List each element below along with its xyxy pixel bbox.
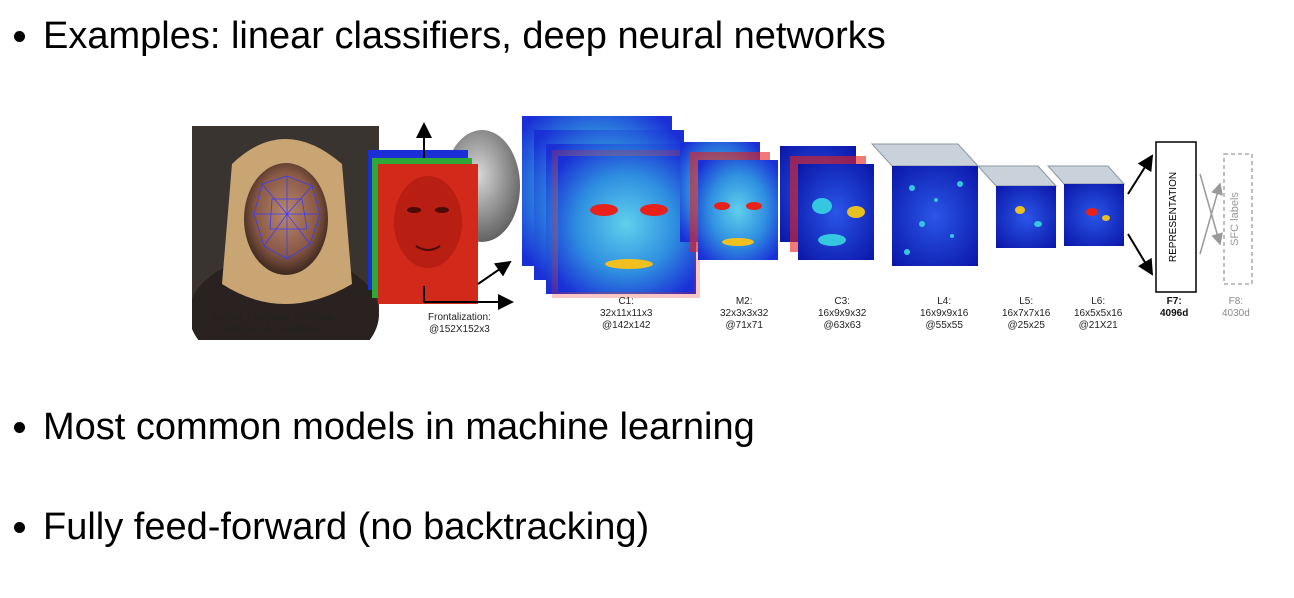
layer-shape: 16x9x9x16 [920,308,969,319]
bullet-examples: Examples: linear classifiers, deep neura… [14,14,886,58]
layer-c1-feature-maps [522,116,700,298]
layer-m2-caption: M2: 32x3x3x32 @71x71 [720,296,768,332]
layer-size: @21X21 [1078,320,1118,331]
bullet-common-models: Most common models in machine learning [14,405,755,449]
bullet-text: Examples: linear classifiers, deep neura… [43,15,886,57]
layer-size: @71x71 [725,320,763,331]
layer-shape: 32x11x11x3 [600,308,653,319]
layer-name: M2: [735,296,753,307]
layer-c3-caption: C3: 16x9x9x32 @63x63 [818,296,866,332]
layer-name: C1: [618,296,634,307]
layer-f7-caption: F7: 4096d [1160,296,1188,320]
landmark-mesh [253,175,321,260]
bullet-text: Fully feed-forward (no backtracking) [43,506,650,548]
bullet-dot-icon [14,421,25,433]
layer-size: @142x142 [601,320,651,331]
layer-name: F7: [1166,296,1182,307]
layer-size: @63x63 [823,320,861,331]
bullet-text: Most common models in machine learning [43,406,755,448]
axis-arrow-diag [477,260,512,285]
frontalization-size: @152X152x3 [429,324,490,335]
layer-l5-caption: L5: 16x7x7x16 @25x25 [1002,296,1050,332]
layer-dim: 4096d [1160,308,1189,319]
layer-l4-feature-maps [870,143,980,266]
deepface-architecture-diagram: REPRESENTATION SFC labels Calista_Flockh… [192,114,1260,340]
layer-shape: 32x3x3x32 [720,308,769,319]
f8-box-label: SFC labels [1229,192,1241,246]
layer-name: L4: [937,296,952,307]
layer-f7-representation [1127,141,1197,293]
frontalization-label: Frontalization: [428,312,491,323]
photo-caption: Calista_Flockhart_0002.jpg Detection & L… [212,312,333,336]
layer-c1-caption: C1: 32x11x11x3 @142x142 [600,296,652,332]
input-face-photo [192,126,379,340]
layer-name: F8: [1228,296,1244,307]
layer-f8-caption: F8: 4030d [1222,296,1250,320]
layer-name: L5: [1019,296,1034,307]
layer-m2-feature-maps [680,142,778,260]
layer-size: @55x55 [925,320,963,331]
frontalized-face-stack [368,130,520,304]
layer-dim: 4030d [1222,308,1250,319]
bullet-feed-forward: Fully feed-forward (no backtracking) [14,505,649,549]
layer-l6-caption: L6: 16x5x5x16 @21X21 [1074,296,1122,332]
layer-l5-feature-maps [976,165,1058,248]
bullet-dot-icon [14,521,25,533]
layer-shape: 16x7x7x16 [1002,308,1051,319]
layer-c3-feature-maps [780,146,874,260]
photo-filename: Calista_Flockhart_0002.jpg [212,312,334,323]
f7-box-label: REPRESENTATION [1168,172,1179,262]
layer-f8-sfc-labels [1199,153,1253,285]
layer-shape: 16x9x9x32 [818,308,867,319]
bullet-dot-icon [14,30,25,42]
photo-caption-text: Detection & Localization [218,324,327,335]
frontalization-caption: Frontalization: @152X152x3 [428,312,491,336]
layer-name: L6: [1091,296,1106,307]
layer-l6-feature-maps [1046,165,1126,246]
layer-size: @25x25 [1007,320,1045,331]
layer-name: C3: [834,296,850,307]
layer-shape: 16x5x5x16 [1074,308,1123,319]
layer-l4-caption: L4: 16x9x9x16 @55x55 [920,296,968,332]
